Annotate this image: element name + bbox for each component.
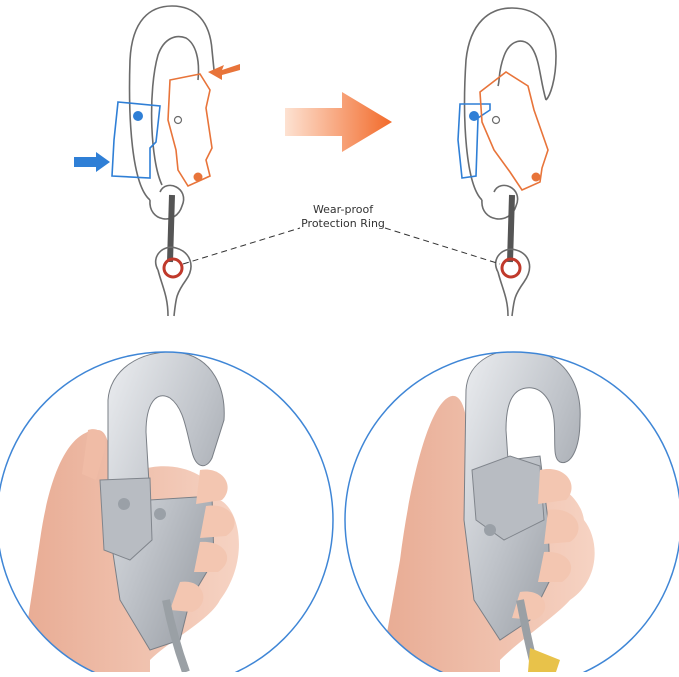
protection-ring-left [162, 257, 184, 279]
push-arrow-icon [74, 64, 240, 172]
label-line-2: Protection Ring [301, 217, 385, 230]
protection-ring-right [500, 257, 522, 279]
photo-frame-left [0, 351, 334, 677]
hook-diagram-open [463, 7, 557, 317]
gate-pivot-dot [133, 111, 143, 121]
direction-arrow-icon [285, 92, 392, 152]
hook-diagram-pressed [128, 5, 215, 317]
photo-open-hook [345, 352, 679, 677]
label-line-1: Wear-proof [312, 203, 374, 216]
gate-outline-blue [111, 101, 161, 179]
photo-closed-hook [0, 352, 333, 677]
photo-frame-right [344, 351, 679, 677]
wear-proof-ring-label: Wear-proof Protection Ring [268, 203, 418, 231]
latch-outline-orange [167, 73, 213, 188]
